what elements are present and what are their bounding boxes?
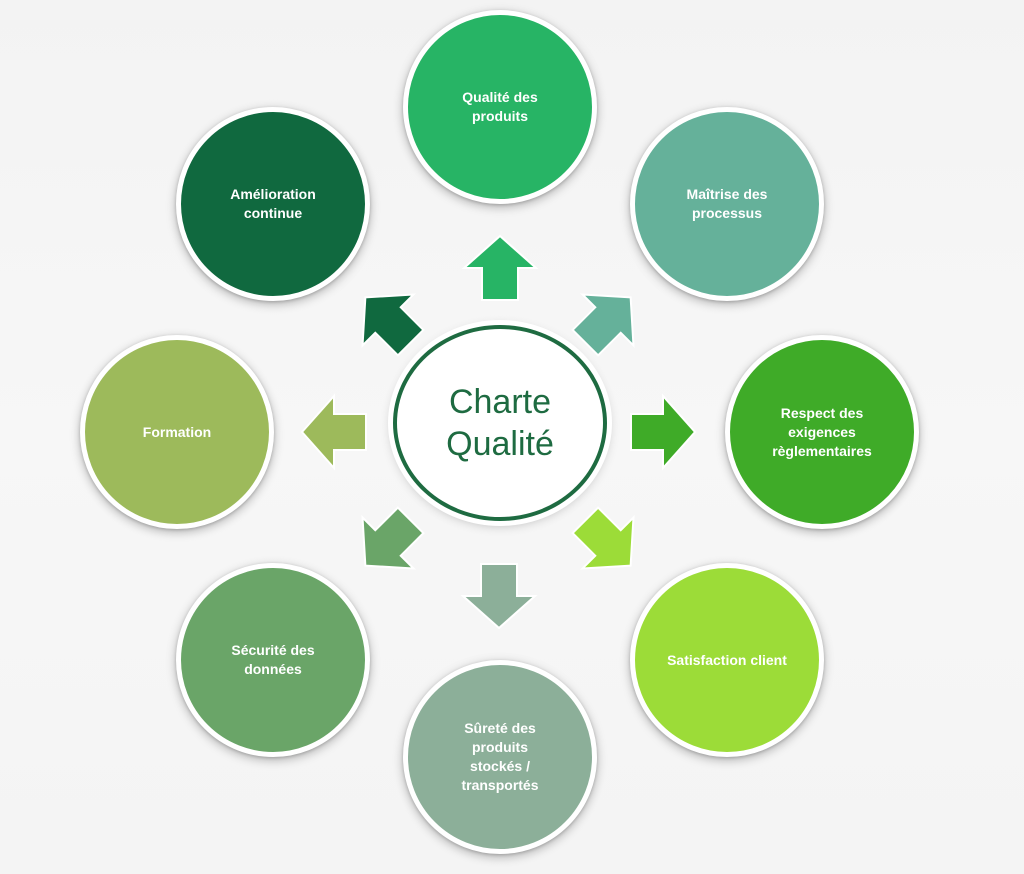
node-amelioration: Amélioration continue	[176, 107, 370, 301]
node-label: Sûreté des produits stockés / transporté…	[461, 720, 539, 793]
node-label: Respect des exigences règlementaires	[772, 404, 872, 459]
arrow-shape	[300, 393, 367, 471]
arrow-maitrise-processus	[571, 293, 635, 357]
arrow-formation	[300, 393, 367, 471]
center-label: Charte Qualité	[446, 383, 554, 463]
node-surete: Sûreté des produits stockés / transporté…	[403, 660, 597, 854]
arrow-amelioration	[361, 293, 425, 357]
node-respect-exigences: Respect des exigences règlementaires	[725, 335, 919, 529]
node-label: Sécurité des données	[231, 642, 315, 677]
arrow-shape	[361, 293, 425, 357]
arrow-shape	[571, 506, 635, 570]
arrow-satisfaction	[571, 506, 635, 570]
center-circle: Charte Qualité	[393, 325, 607, 521]
node-label: Qualité des produits	[462, 89, 538, 124]
node-label: Formation	[142, 423, 212, 440]
node-securite: Sécurité des données	[176, 563, 370, 757]
arrow-shape	[461, 234, 539, 301]
node-qualite-produits: Qualité des produits	[403, 10, 597, 204]
node-maitrise-processus: Maîtrise des processus	[630, 107, 824, 301]
node-label: Maîtrise des processus	[686, 186, 768, 221]
node-satisfaction: Satisfaction client	[630, 563, 824, 757]
arrow-shape	[460, 563, 538, 630]
arrow-shape	[630, 393, 697, 471]
node-formation: Formation	[80, 335, 274, 529]
arrow-respect-exigences	[630, 393, 697, 471]
node-label: Amélioration continue	[230, 186, 316, 221]
arrow-securite	[361, 506, 425, 570]
arrow-qualite-produits	[461, 234, 539, 301]
arrow-shape	[361, 506, 425, 570]
arrow-surete	[460, 563, 538, 630]
arrow-shape	[571, 293, 635, 357]
node-label: Satisfaction client	[667, 651, 787, 668]
